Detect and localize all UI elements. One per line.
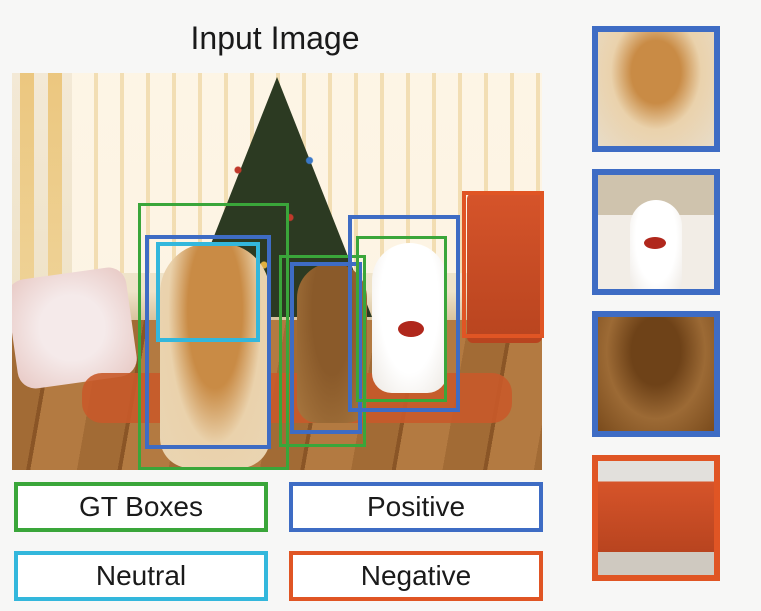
positive-crop-dog1 bbox=[592, 26, 720, 152]
orange-chair bbox=[467, 193, 542, 343]
positive-box-cat bbox=[348, 215, 460, 412]
positive-box-dog1 bbox=[145, 235, 271, 449]
gt-box-dog2 bbox=[279, 255, 366, 447]
diagram-title: Input Image bbox=[190, 20, 360, 56]
positive-crop-cat bbox=[592, 169, 720, 295]
pillow bbox=[12, 265, 140, 391]
brown-dog bbox=[297, 263, 367, 423]
golden-retriever bbox=[160, 243, 270, 468]
legend-positive: Positive bbox=[289, 482, 543, 532]
legend-gt-boxes: GT Boxes bbox=[14, 482, 268, 532]
white-cat bbox=[372, 243, 447, 393]
gt-box-dog1 bbox=[138, 203, 289, 470]
legend-neutral: Neutral bbox=[14, 551, 268, 601]
input-photo bbox=[12, 73, 542, 470]
legend-negative: Negative bbox=[289, 551, 543, 601]
gt-box-cat bbox=[356, 236, 447, 402]
negative-crop-chair bbox=[592, 455, 720, 581]
positive-crop-dog2 bbox=[592, 311, 720, 437]
neutral-box-dog1-head bbox=[156, 242, 260, 342]
negative-box-chair bbox=[462, 191, 544, 338]
positive-box-dog2 bbox=[290, 262, 362, 434]
